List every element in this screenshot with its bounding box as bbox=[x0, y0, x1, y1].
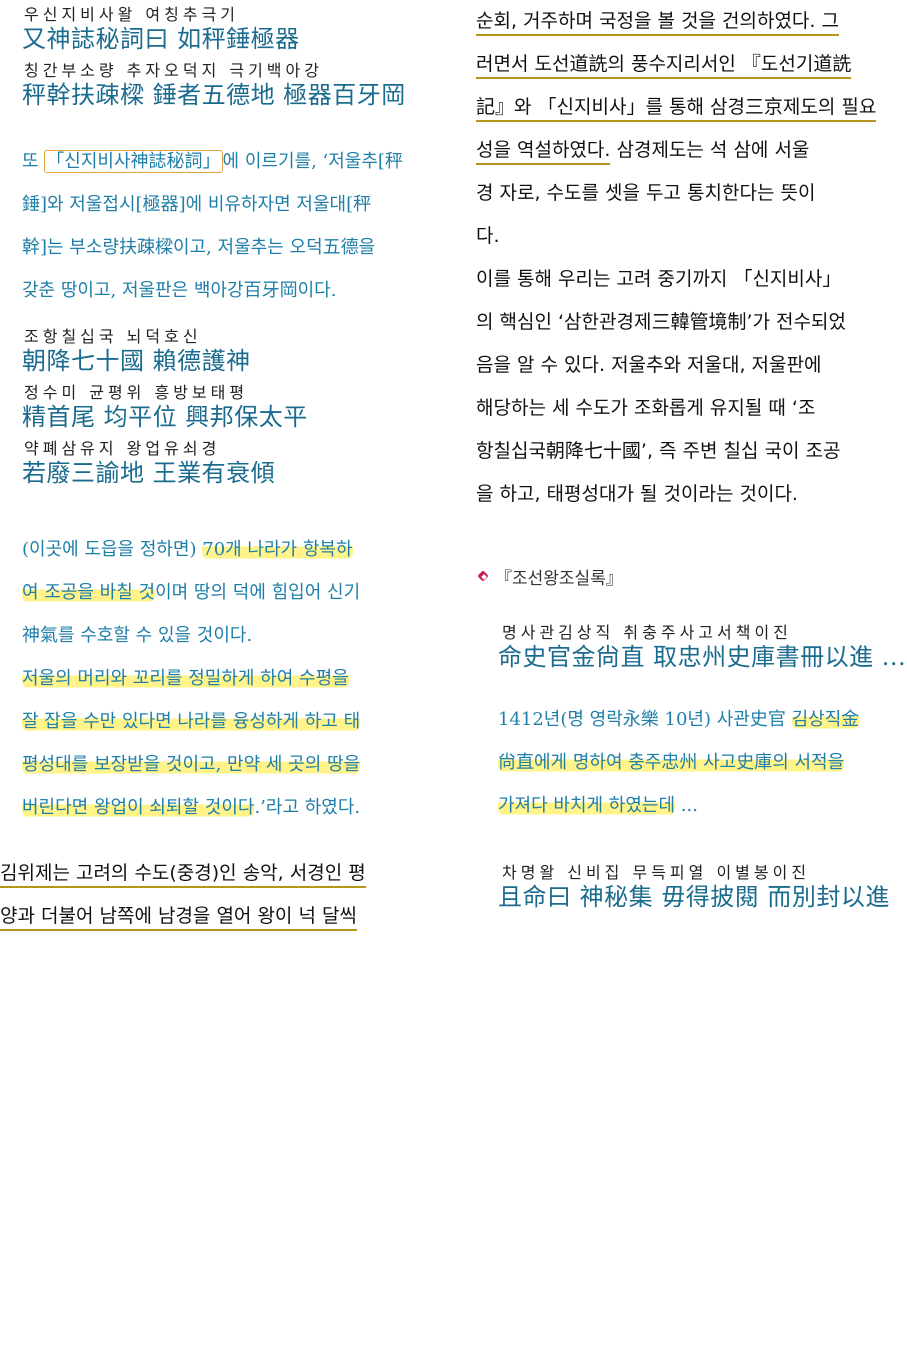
translation-line: 갖춘 땅이고, 저울판은 백아강百牙岡이다. bbox=[22, 280, 337, 301]
underlined-text: 양과 더불어 남쪽에 남경을 열어 왕이 넉 달씩 bbox=[0, 905, 357, 931]
highlighted-text: 버린다면 왕업이 쇠퇴할 것이다 bbox=[22, 797, 255, 818]
body-line: 이를 통해 우리는 고려 중기까지 「신지비사」 bbox=[476, 268, 842, 290]
translation-text: (이곳에 도읍을 정하면) bbox=[22, 539, 203, 560]
body-text: 삼경제도는 석 삼에 서울 bbox=[610, 139, 810, 161]
verse-block-2: 조항칠십국 뇌덕호신 朝降七十國 賴德護神 정수미 균평위 흥방보태평 精首尾 … bbox=[0, 328, 432, 488]
underlined-text: 성을 역설하였다. bbox=[476, 139, 611, 165]
highlighted-text: 70개 나라가 항복하 bbox=[202, 539, 353, 560]
hanja-line: 精首尾 均平位 興邦保太平 bbox=[22, 403, 308, 431]
highlighted-text: 잘 잡을 수만 있다면 나라를 융성하게 하고 태 bbox=[22, 711, 361, 732]
ruby-line: 칭간부소량 추자오덕지 극기백아강 bbox=[24, 61, 323, 80]
highlighted-text: 저울의 머리와 꼬리를 정밀하게 하여 수평을 bbox=[22, 668, 349, 689]
translation-text: 또 bbox=[22, 151, 45, 172]
translation-line: 神氣를 수호할 수 있을 것이다. bbox=[22, 625, 253, 646]
body-line: 다. bbox=[476, 225, 500, 247]
highlighted-text: 尙直에게 명하여 충주忠州 사고史庫의 서적을 bbox=[498, 752, 845, 773]
translation-line: 幹]는 부소량扶疎樑이고, 저울추는 오덕五德을 bbox=[22, 237, 376, 258]
body-line: 음을 알 수 있다. 저울추와 저울대, 저울판에 bbox=[476, 354, 822, 376]
translation-block-2: (이곳에 도읍을 정하면) 70개 나라가 항복하 여 조공을 바칠 것이며 땅… bbox=[22, 528, 454, 829]
ruby-line: 차명왈 신비집 무득피열 이별봉이진 bbox=[502, 863, 811, 882]
body-line: 경 자로, 수도를 셋을 두고 통치한다는 뜻이 bbox=[476, 182, 816, 204]
verse-block-3: 명사관김상직 취충주사고서책이진 命史官金尙直 取忠州史庫書冊以進 ... bbox=[476, 624, 907, 672]
translation-text: 1412년(명 영락永樂 10년) 사관史官 bbox=[498, 709, 792, 730]
highlighted-text: 김상직金 bbox=[791, 709, 860, 730]
verse-block-4: 차명왈 신비집 무득피열 이별봉이진 且命曰 神秘集 毋得披閱 而別封以進 bbox=[476, 864, 907, 912]
ruby-line: 명사관김상직 취충주사고서책이진 bbox=[502, 623, 792, 642]
ruby-line: 우신지비사왈 여칭추극기 bbox=[24, 5, 240, 24]
hanja-line: 又神誌秘詞曰 如秤錘極器 bbox=[22, 25, 300, 53]
highlighted-text: 가져다 바치게 하였는데 bbox=[498, 795, 676, 816]
verse-block-1: 우신지비사왈 여칭추극기 又神誌秘詞曰 如秤錘極器 칭간부소량 추자오덕지 극기… bbox=[0, 6, 432, 110]
body-text-left: 김위제는 고려의 수도(중경)인 송악, 서경인 평 양과 더불어 남쪽에 남경… bbox=[0, 852, 432, 938]
body-line: 해당하는 세 수도가 조화롭게 유지될 때 ‘조 bbox=[476, 397, 816, 419]
ruby-line: 약폐삼유지 왕업유쇠경 bbox=[24, 439, 221, 458]
source-title: 『조선왕조실록』 bbox=[495, 569, 623, 589]
hanja-line: 且命曰 神秘集 毋得披閱 而別封以進 bbox=[498, 883, 890, 911]
hanja-line: 秤幹扶疎樑 錘者五德地 極器百牙岡 bbox=[22, 81, 406, 109]
diamond-bullet-icon bbox=[478, 571, 489, 582]
hanja-line: 命史官金尙直 取忠州史庫書冊以進 ... bbox=[498, 643, 907, 671]
translation-text: ... bbox=[675, 795, 698, 816]
source-heading: 『조선왕조실록』 bbox=[478, 564, 623, 589]
hanja-line: 朝降七十國 賴德護神 bbox=[22, 347, 251, 375]
body-line: 을 하고, 태평성대가 될 것이라는 것이다. bbox=[476, 483, 798, 505]
body-line: 의 핵심인 ‘삼한관경제三韓管境制’가 전수되었 bbox=[476, 311, 846, 333]
body-text-right: 순회, 거주하며 국정을 볼 것을 건의하였다. 그 러면서 도선道詵의 풍수지… bbox=[476, 0, 907, 516]
underlined-text: 순회, 거주하며 국정을 볼 것을 건의하였다. 그 bbox=[476, 10, 839, 36]
underlined-text: 記』와 「신지비사」를 통해 삼경三京제도의 필요 bbox=[476, 96, 877, 122]
translation-text: 이며 땅의 덕에 힘입어 신기 bbox=[155, 582, 361, 603]
translation-line: 錘]와 저울접시[極器]에 비유하자면 저울대[秤 bbox=[22, 194, 372, 215]
translation-text: 에 이르기를, ‘저울추[秤 bbox=[222, 151, 403, 172]
underlined-text: 러면서 도선道詵의 풍수지리서인 『도선기道詵 bbox=[476, 53, 852, 79]
body-line: 항칠십국朝降七十國’, 즉 주변 칠십 국이 조공 bbox=[476, 440, 841, 462]
translation-block-1: 또 「신지비사神誌秘詞」에 이르기를, ‘저울추[秤 錘]와 저울접시[極器]에… bbox=[22, 140, 454, 312]
ruby-line: 조항칠십국 뇌덕호신 bbox=[24, 327, 202, 346]
translation-text: .’라고 하였다. bbox=[254, 797, 361, 818]
highlighted-text: 평성대를 보장받을 것이고, 만약 세 곳의 땅을 bbox=[22, 754, 361, 775]
hanja-line: 若廢三諭地 王業有衰傾 bbox=[22, 459, 276, 487]
highlighted-text: 여 조공을 바칠 것 bbox=[22, 582, 156, 603]
cited-title-box: 「신지비사神誌秘詞」 bbox=[44, 150, 223, 173]
underlined-text: 김위제는 고려의 수도(중경)인 송악, 서경인 평 bbox=[0, 862, 366, 888]
ruby-line: 정수미 균평위 흥방보태평 bbox=[24, 383, 249, 402]
translation-block-3: 1412년(명 영락永樂 10년) 사관史官 김상직金 尙直에게 명하여 충주忠… bbox=[498, 698, 907, 827]
